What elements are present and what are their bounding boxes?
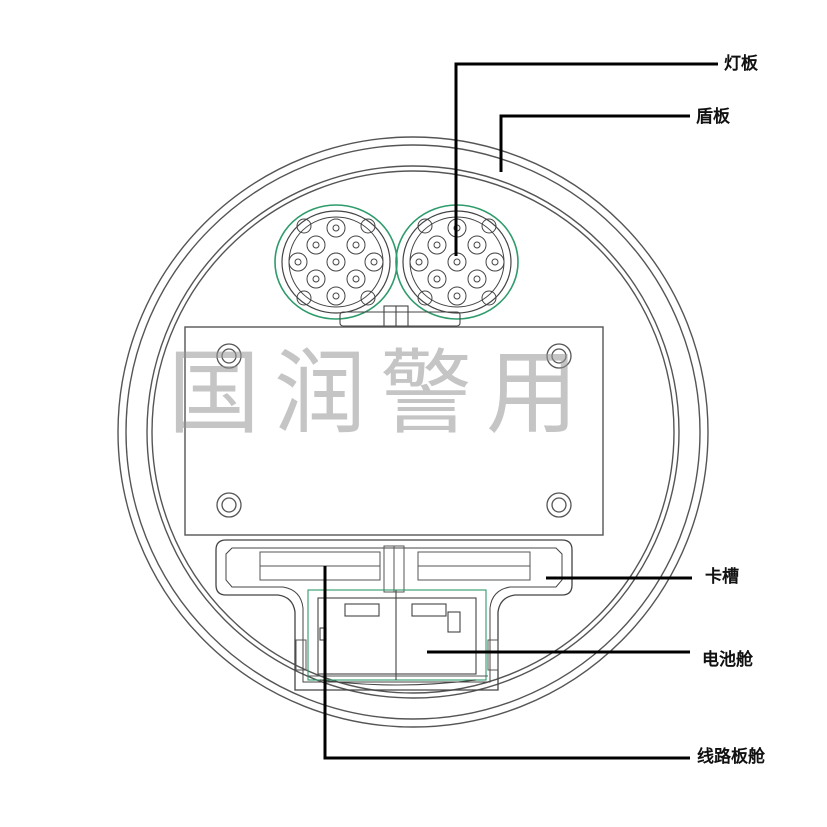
mounting-screw-bottom-right — [546, 492, 572, 518]
label-circuit-board-compartment: 线路板舱 — [697, 747, 765, 767]
mounting-screw-bottom-left — [216, 492, 242, 518]
card-slot — [259, 545, 531, 593]
battery-compartment — [307, 589, 487, 686]
label-light-board: 灯板 — [724, 54, 758, 74]
light-board-left — [274, 204, 398, 320]
leader-line-light-board — [454, 62, 718, 256]
mounting-screw-top-left — [216, 343, 242, 369]
label-shield-board: 盾板 — [696, 107, 730, 127]
main-panel — [184, 326, 604, 536]
circuit-board-compartment — [295, 639, 499, 677]
watermark-text: 国润警用 — [168, 340, 593, 447]
label-card-slot: 卡槽 — [705, 567, 739, 587]
card-slot-housing — [215, 539, 573, 691]
label-battery-compartment: 电池舱 — [702, 650, 753, 670]
leader-lines — [323, 62, 718, 760]
mounting-screw-top-right — [546, 343, 572, 369]
shield-board-outline — [117, 136, 709, 728]
leader-line-shield-board — [499, 114, 690, 172]
leader-line-circuit-board-compartment — [323, 566, 690, 760]
